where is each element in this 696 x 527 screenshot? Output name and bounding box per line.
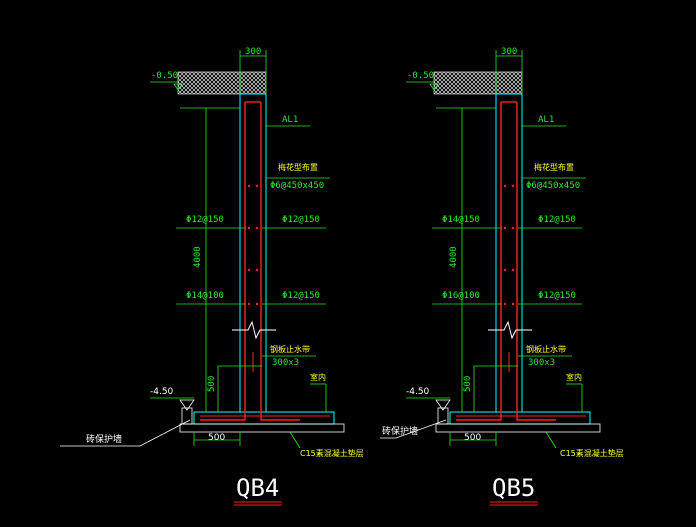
left-lower-rebar-label: Φ14@100 <box>186 291 224 301</box>
height-label: 4000 <box>449 246 459 268</box>
dimension-lines <box>150 50 330 449</box>
cushion-label: C15素混凝土垫层 <box>300 448 364 458</box>
base-height-label: 500 <box>463 376 473 392</box>
right-upper-rebar-label: Φ12@150 <box>282 215 320 225</box>
top-elevation-label: -0.50 <box>151 71 178 81</box>
protect-wall-leader <box>60 419 191 447</box>
base-slab <box>193 411 335 425</box>
elevation-marker-base <box>179 399 195 411</box>
left-upper-rebar-label: Φ14@150 <box>442 215 480 225</box>
basement-label: 室内 <box>310 372 326 382</box>
tie-dots <box>503 184 515 306</box>
tie-bar-label: Φ6@450x450 <box>270 181 324 191</box>
break-symbol <box>232 320 276 340</box>
cushion-layer <box>179 423 345 433</box>
dimension-lines <box>406 50 586 449</box>
cushion-label: C15素混凝土垫层 <box>560 448 624 458</box>
base-elevation-label: -4.50 <box>150 387 174 397</box>
tie-dots <box>247 184 259 306</box>
waterstop-note: 钢板止水带 <box>526 344 566 354</box>
base-height-label: 500 <box>207 376 217 392</box>
tag-label: AL1 <box>282 115 298 125</box>
left-upper-rebar-label: Φ12@150 <box>186 215 224 225</box>
tie-bar-label: Φ6@450x450 <box>526 181 580 191</box>
distribution-note: 梅花型布置 <box>278 162 318 172</box>
tag-label: AL1 <box>538 115 554 125</box>
right-lower-rebar-label: Φ12@150 <box>538 291 576 301</box>
base-slab <box>449 411 591 425</box>
detail-title: QB5 <box>492 474 535 502</box>
detail-title: QB4 <box>236 474 279 502</box>
elevation-marker-top <box>429 83 439 91</box>
rebar-left <box>200 102 246 421</box>
protect-wall-label: 砖保护墙 <box>86 433 122 445</box>
rebar-right <box>516 102 556 421</box>
rebar-right <box>260 102 300 421</box>
detail-qb5: 300 -0.50 AL1 梅花型布置 Φ6@450x450 Φ14@150 Φ… <box>380 47 624 506</box>
cushion-layer <box>435 423 601 433</box>
base-elevation-label: -4.50 <box>406 387 430 397</box>
right-upper-rebar-label: Φ12@150 <box>538 215 576 225</box>
base-width-label: 500 <box>464 433 481 443</box>
top-thickness-label: 300 <box>245 47 261 57</box>
soil-hatch <box>433 71 523 95</box>
base-width-label: 500 <box>208 433 225 443</box>
elevation-marker-top <box>173 83 183 91</box>
right-lower-rebar-label: Φ12@150 <box>282 291 320 301</box>
height-label: 4000 <box>193 246 203 268</box>
protect-wall-label: 砖保护墙 <box>382 425 418 437</box>
waterstop-note: 钢板止水带 <box>270 344 310 354</box>
protect-wall-leader <box>380 419 447 439</box>
distribution-note: 梅花型布置 <box>534 162 574 172</box>
waterstop-size-label: 300x3 <box>528 358 555 368</box>
left-lower-rebar-label: Φ16@100 <box>442 291 480 301</box>
rebar-left <box>456 102 502 421</box>
detail-qb4: 300 -0.50 AL1 梅花型布置 Φ6@450x450 Φ12@150 Φ… <box>60 47 364 506</box>
break-symbol <box>488 320 532 340</box>
top-elevation-label: -0.50 <box>407 71 434 81</box>
protect-wall <box>437 407 449 425</box>
elevation-marker-base <box>435 399 451 411</box>
basement-label: 室内 <box>566 372 582 382</box>
top-thickness-label: 300 <box>501 47 517 57</box>
waterstop-size-label: 300x3 <box>272 358 299 368</box>
soil-hatch <box>177 71 267 95</box>
protect-wall <box>181 407 193 425</box>
